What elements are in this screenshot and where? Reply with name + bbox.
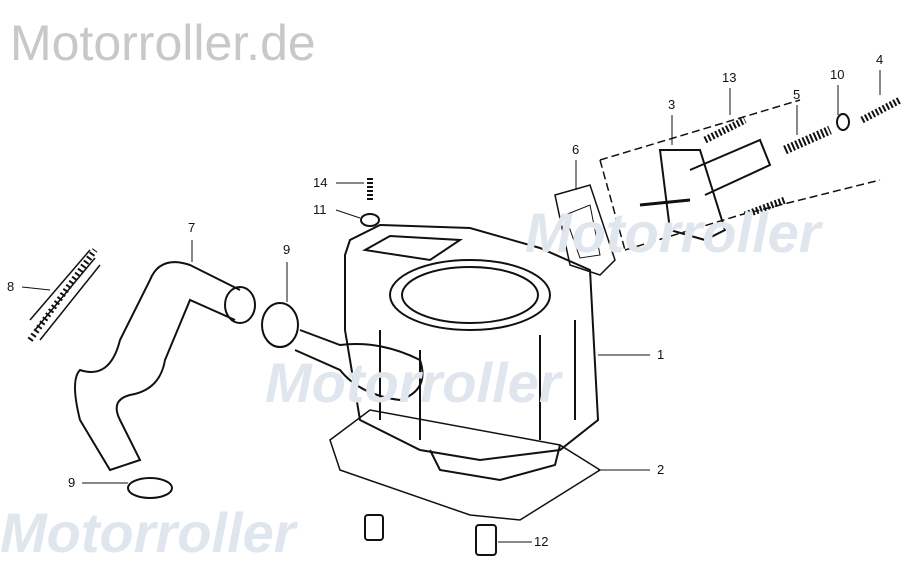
callout-11: 11: [313, 202, 327, 217]
bolt-lower-drawing: [743, 196, 787, 219]
spring-5-drawing: [783, 125, 832, 155]
callout-6: 6: [572, 142, 580, 157]
spring-drawing: [27, 248, 101, 342]
callout-2: 2: [657, 462, 665, 477]
coolant-hose-drawing: [74, 261, 241, 472]
callout-8: 8: [7, 279, 15, 294]
clamp-lower-drawing: [127, 477, 173, 499]
callout-9-upper: 9: [283, 242, 291, 257]
washer-11-drawing: [360, 213, 380, 227]
callout-13: 13: [722, 70, 737, 85]
bolt-4-drawing: [860, 96, 902, 124]
watermark-logo: Motorroller.de: [10, 15, 316, 71]
clamp-upper-drawing: [261, 302, 299, 348]
outlet-pipe-drawing: [294, 329, 424, 402]
cylinder-drawing: [344, 223, 600, 482]
callout-9-lower: 9: [68, 475, 76, 490]
tensioner-gasket-drawing: [554, 184, 616, 276]
dowel-12-drawing: [475, 524, 497, 556]
callout-5: 5: [793, 87, 801, 102]
callout-4: 4: [876, 52, 884, 67]
callout-12: 12: [534, 534, 549, 549]
bolt-13-drawing: [703, 116, 747, 144]
dowel-left-drawing: [364, 514, 384, 541]
callout-7: 7: [188, 220, 196, 235]
callout-3: 3: [668, 97, 676, 112]
base-gasket-drawing: [329, 409, 602, 521]
callout-1: 1: [657, 347, 665, 362]
tensioner-drawing: [658, 149, 727, 242]
washer-10-drawing: [836, 113, 850, 131]
callout-10: 10: [830, 67, 845, 82]
callout-14: 14: [313, 175, 328, 190]
